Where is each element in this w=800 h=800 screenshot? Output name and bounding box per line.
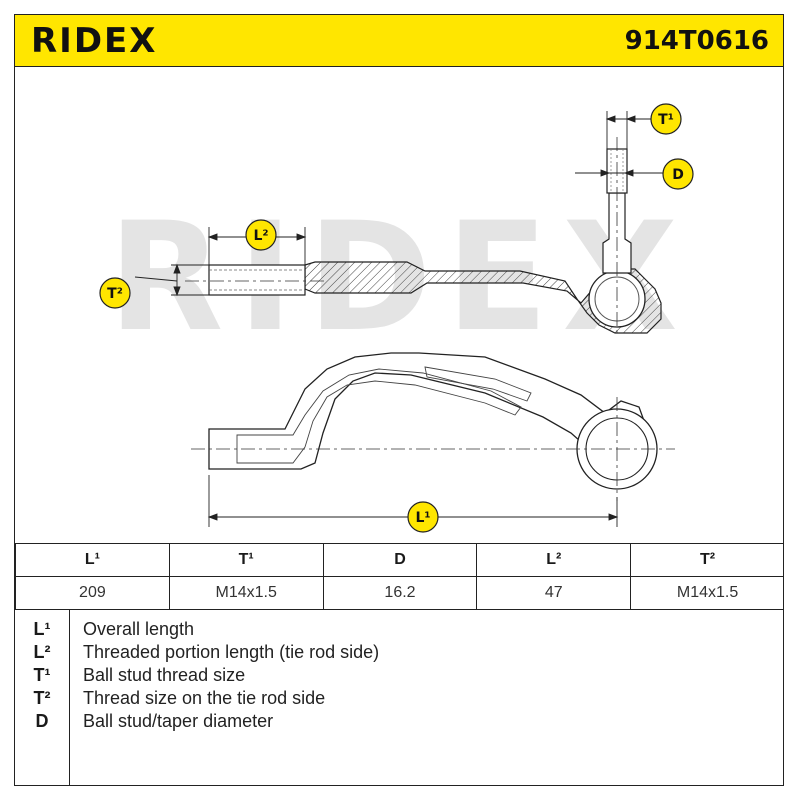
outline-view	[191, 352, 675, 501]
legend-item: T² Thread size on the tie rod side	[15, 687, 783, 709]
spec-header-d: D	[322, 543, 478, 577]
legend-description: Thread size on the tie rod side	[83, 688, 326, 708]
spec-value-d: 16.2	[322, 576, 478, 610]
legend-description: Ball stud thread size	[83, 665, 246, 685]
badge-t1: T¹	[650, 103, 682, 135]
legend-description: Ball stud/taper diameter	[83, 711, 274, 731]
spec-sheet: RIDEX 914T0616 RIDEX	[14, 14, 784, 786]
legend-item: L² Threaded portion length (tie rod side…	[15, 641, 783, 663]
legend: L¹ Overall length L² Threaded portion le…	[15, 609, 783, 785]
spec-header-l1: L¹	[15, 543, 170, 577]
svg-text:T¹: T¹	[658, 112, 674, 128]
brand-logo: RIDEX	[31, 21, 158, 61]
technical-drawing: RIDEX	[99, 103, 694, 533]
svg-text:L¹: L¹	[415, 510, 430, 526]
svg-text:L²: L²	[253, 228, 268, 244]
spec-value-t1: M14x1.5	[168, 576, 324, 610]
badge-l1: L¹	[407, 501, 439, 533]
legend-symbol: L²	[33, 642, 51, 662]
part-number: 914T0616	[624, 26, 769, 56]
spec-value-l1: 209	[15, 576, 170, 610]
spec-value-t2: M14x1.5	[630, 576, 783, 610]
dimension-lines	[134, 111, 675, 527]
legend-item: L¹ Overall length	[15, 618, 783, 640]
spec-value-row: 209 M14x1.5 16.2 47 M14x1.5	[15, 576, 783, 610]
spec-table: L¹ T¹ D L² T² 209 M14x1.5 16.2 47 M14x1.…	[15, 543, 783, 610]
badge-l2: L²	[245, 219, 277, 251]
svg-text:T²: T²	[107, 286, 123, 302]
legend-symbol: L¹	[33, 619, 51, 639]
legend-symbol: T¹	[33, 665, 51, 685]
svg-text:D: D	[672, 167, 684, 183]
legend-symbol: T²	[33, 688, 51, 708]
spec-header-t2: T²	[630, 543, 783, 577]
legend-item: D Ball stud/taper diameter	[15, 710, 783, 732]
legend-item: T¹ Ball stud thread size	[15, 664, 783, 686]
spec-header-l2: L²	[476, 543, 632, 577]
badge-t2: T²	[99, 277, 131, 309]
legend-description: Overall length	[83, 619, 195, 639]
spec-header-t1: T¹	[168, 543, 324, 577]
badge-d: D	[662, 158, 694, 190]
legend-divider	[69, 610, 70, 785]
sectioned-view	[185, 137, 662, 334]
spec-value-l2: 47	[476, 576, 632, 610]
legend-description: Threaded portion length (tie rod side)	[83, 642, 380, 662]
header-bar: RIDEX 914T0616	[15, 15, 783, 67]
legend-symbol: D	[35, 711, 49, 731]
spec-header-row: L¹ T¹ D L² T²	[15, 543, 783, 577]
